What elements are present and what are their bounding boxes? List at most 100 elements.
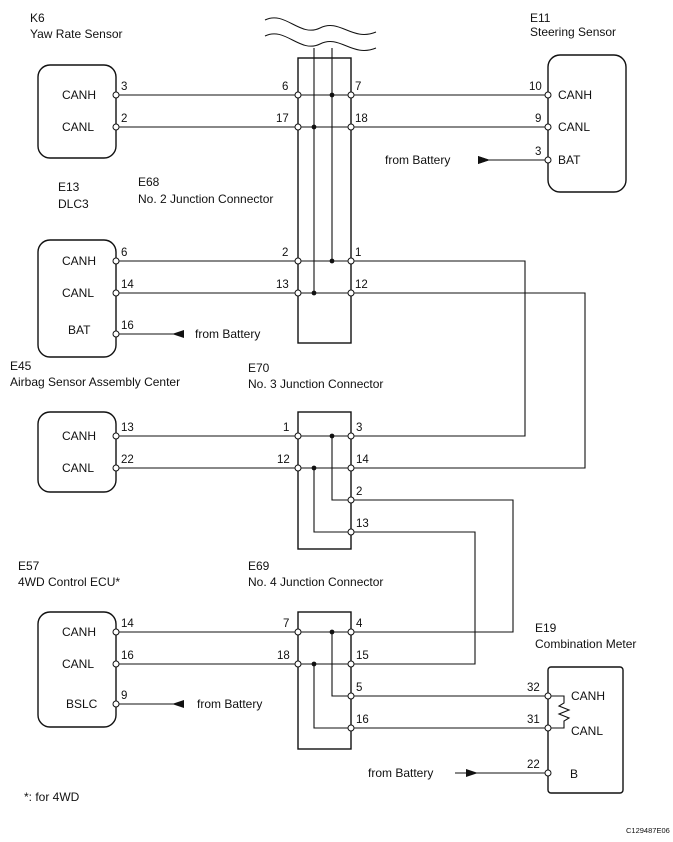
e70-canh-bus bbox=[331, 436, 351, 501]
e45-canl-label: CANL bbox=[62, 461, 94, 475]
e45-name: Airbag Sensor Assembly Center bbox=[10, 375, 180, 389]
e70-pin-r3: 13 bbox=[356, 518, 369, 530]
e57-pin-canl: 16 bbox=[121, 650, 134, 662]
k6-code: K6 bbox=[30, 11, 45, 25]
junction-dot bbox=[329, 433, 335, 439]
junction-dot bbox=[329, 258, 335, 264]
e70-junction-connector bbox=[297, 411, 352, 550]
e69-pin-r3: 16 bbox=[356, 714, 369, 726]
e19-canl-label: CANL bbox=[571, 724, 603, 738]
e19-pin-canl: 31 bbox=[527, 714, 540, 726]
e70-name: No. 3 Junction Connector bbox=[248, 377, 383, 391]
e13-name: DLC3 bbox=[58, 197, 89, 211]
e19-code: E19 bbox=[535, 621, 557, 635]
e69-junction-connector bbox=[297, 611, 352, 750]
e11-code: E11 bbox=[530, 11, 551, 25]
e11-canh-label: CANH bbox=[558, 88, 592, 102]
e57-4wd-ecu-box bbox=[37, 611, 117, 728]
e13-dlc3-box bbox=[37, 239, 117, 358]
e68-pin-r2: 1 bbox=[355, 247, 361, 259]
e19-b-label: B bbox=[570, 767, 578, 781]
e45-code: E45 bbox=[10, 359, 32, 373]
e70-pin-r1: 14 bbox=[356, 454, 369, 466]
e19-name: Combination Meter bbox=[535, 637, 636, 651]
e57-name: 4WD Control ECU* bbox=[18, 575, 120, 589]
k6-name: Yaw Rate Sensor bbox=[30, 27, 123, 41]
e70-pin-r0: 3 bbox=[356, 422, 362, 434]
k6-yaw-rate-sensor-box bbox=[37, 64, 117, 159]
e69-pin-r2: 5 bbox=[356, 682, 362, 694]
k6-canh-label: CANH bbox=[62, 88, 96, 102]
e68-name: No. 2 Junction Connector bbox=[138, 192, 273, 206]
e70-to-e69-canh bbox=[351, 499, 514, 633]
e70-code: E70 bbox=[248, 361, 270, 375]
e13-pin-bat: 16 bbox=[121, 320, 134, 332]
e69-pin-r1: 15 bbox=[356, 650, 369, 662]
junction-dot bbox=[311, 290, 317, 296]
junction-dot bbox=[311, 124, 317, 130]
junction-dot bbox=[329, 92, 335, 98]
e57-canh-label: CANH bbox=[62, 625, 96, 639]
e13-code: E13 bbox=[58, 180, 80, 194]
e68-pin-l1: 17 bbox=[276, 113, 289, 125]
k6-canl-label: CANL bbox=[62, 120, 94, 134]
e19-canh-label: CANH bbox=[571, 689, 605, 703]
e57-pin-bslc: 9 bbox=[121, 690, 127, 702]
e69-name: No. 4 Junction Connector bbox=[248, 575, 383, 589]
e68-pin-r3: 12 bbox=[355, 279, 368, 291]
e69-canh-bus bbox=[331, 632, 351, 697]
e69-pin-l1: 18 bbox=[277, 650, 290, 662]
e13-bat-label: BAT bbox=[68, 323, 91, 337]
e45-canh-label: CANH bbox=[62, 429, 96, 443]
e69-canl-bus bbox=[313, 664, 351, 729]
e68-pin-r1: 18 bbox=[355, 113, 368, 125]
e69-code: E69 bbox=[248, 559, 270, 573]
figure-id: C129487E06 bbox=[626, 826, 670, 835]
e45-airbag-sensor-box bbox=[37, 411, 117, 493]
e13-from-battery: from Battery bbox=[195, 327, 260, 341]
e13-pin-canl: 14 bbox=[121, 279, 134, 291]
e68-pin-l2: 2 bbox=[282, 247, 288, 259]
e69-pin-l0: 7 bbox=[283, 618, 289, 630]
e68-junction-connector bbox=[264, 17, 377, 344]
e68-to-e70-canh bbox=[351, 260, 526, 437]
e57-code: E57 bbox=[18, 559, 40, 573]
e70-pin-l1: 12 bbox=[277, 454, 290, 466]
e13-canl-label: CANL bbox=[62, 286, 94, 300]
e11-name: Steering Sensor bbox=[530, 25, 616, 39]
e70-canl-bus bbox=[313, 468, 351, 533]
terminal-circles bbox=[112, 91, 552, 777]
e70-pin-l0: 1 bbox=[283, 422, 289, 434]
e68-code: E68 bbox=[138, 175, 160, 189]
e11-from-battery: from Battery bbox=[385, 153, 450, 167]
e70-pin-r2: 2 bbox=[356, 486, 362, 498]
e11-pin-canl: 9 bbox=[535, 113, 541, 125]
junction-dot bbox=[311, 661, 317, 667]
e68-pin-l3: 13 bbox=[276, 279, 289, 291]
e68-pin-l0: 6 bbox=[282, 81, 288, 93]
e13-battery-arrow-icon bbox=[172, 330, 184, 338]
e57-pin-canh: 14 bbox=[121, 618, 134, 630]
e45-pin-canl: 22 bbox=[121, 454, 134, 466]
e19-from-battery: from Battery bbox=[368, 766, 433, 780]
e11-bat-label: BAT bbox=[558, 153, 581, 167]
e19-pin-b: 22 bbox=[527, 759, 540, 771]
e57-battery-arrow-icon bbox=[172, 700, 184, 708]
termination-resistor-icon bbox=[548, 695, 571, 729]
e11-pin-bat: 3 bbox=[535, 146, 541, 158]
e13-pin-canh: 6 bbox=[121, 247, 127, 259]
k6-pin-canh: 3 bbox=[121, 81, 127, 93]
e57-from-battery: from Battery bbox=[197, 697, 262, 711]
e45-pin-canh: 13 bbox=[121, 422, 134, 434]
e13-canh-label: CANH bbox=[62, 254, 96, 268]
footnote: *: for 4WD bbox=[24, 790, 80, 804]
e11-battery-arrow-icon bbox=[478, 156, 490, 164]
e11-canl-label: CANL bbox=[558, 120, 590, 134]
k6-pin-canl: 2 bbox=[121, 113, 127, 125]
e19-battery-arrow-icon bbox=[466, 769, 478, 777]
e68-to-e70-canl bbox=[351, 292, 586, 469]
e57-bslc-label: BSLC bbox=[66, 697, 98, 711]
e69-pin-r0: 4 bbox=[356, 618, 363, 630]
e68-pin-r0: 7 bbox=[355, 81, 361, 93]
